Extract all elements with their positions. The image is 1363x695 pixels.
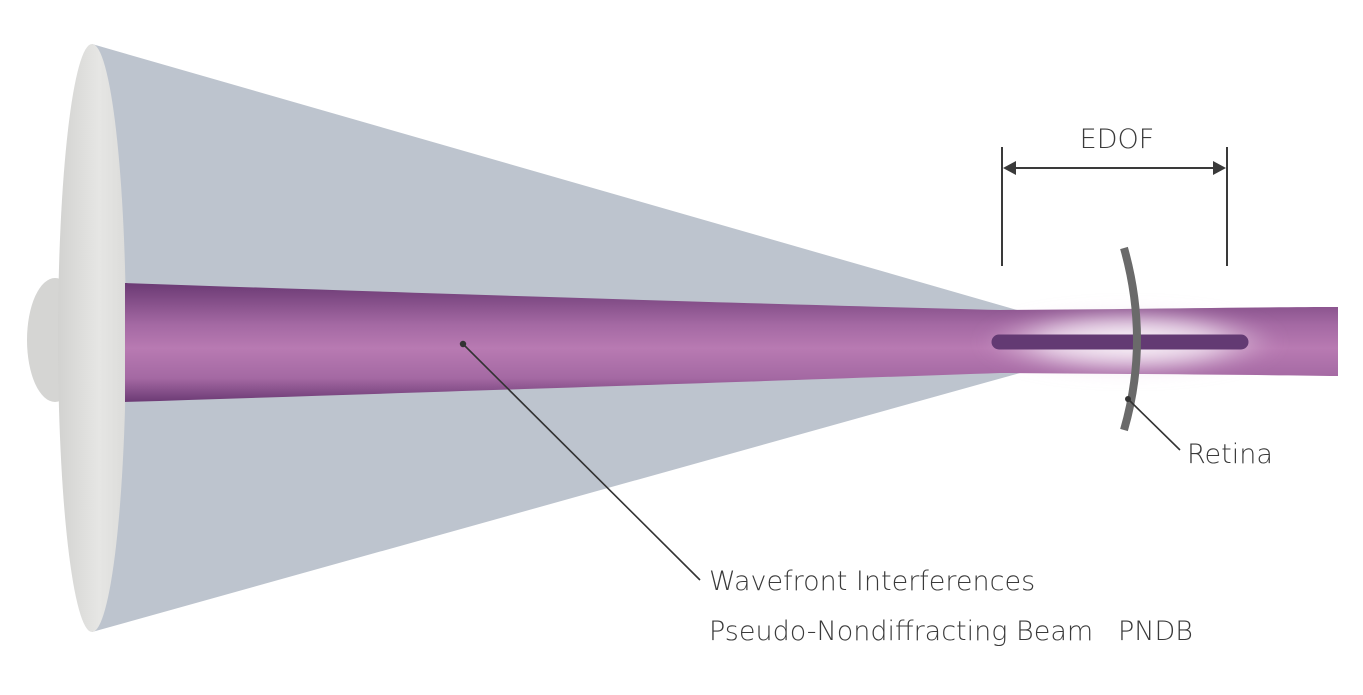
beam-label: Pseudo-Nondiffracting Beam: [709, 616, 1093, 647]
pseudo-nondiffracting-beam: [125, 283, 1338, 402]
edof-arrow-left-head: [1003, 161, 1016, 175]
edof-label: EDOF: [1080, 124, 1155, 155]
wavefront-callout-line: [462, 343, 701, 581]
retina-curve: [1120, 246, 1141, 432]
retina-label: Retina: [1187, 439, 1273, 470]
beam-abbr-label: PNDB: [1118, 616, 1193, 647]
wavefront-label: Wavefront Interferences: [709, 566, 1035, 597]
edof-arrow-right-head: [1213, 161, 1226, 175]
retina-callout-line: [1127, 398, 1181, 451]
lens-disc: [58, 44, 126, 632]
